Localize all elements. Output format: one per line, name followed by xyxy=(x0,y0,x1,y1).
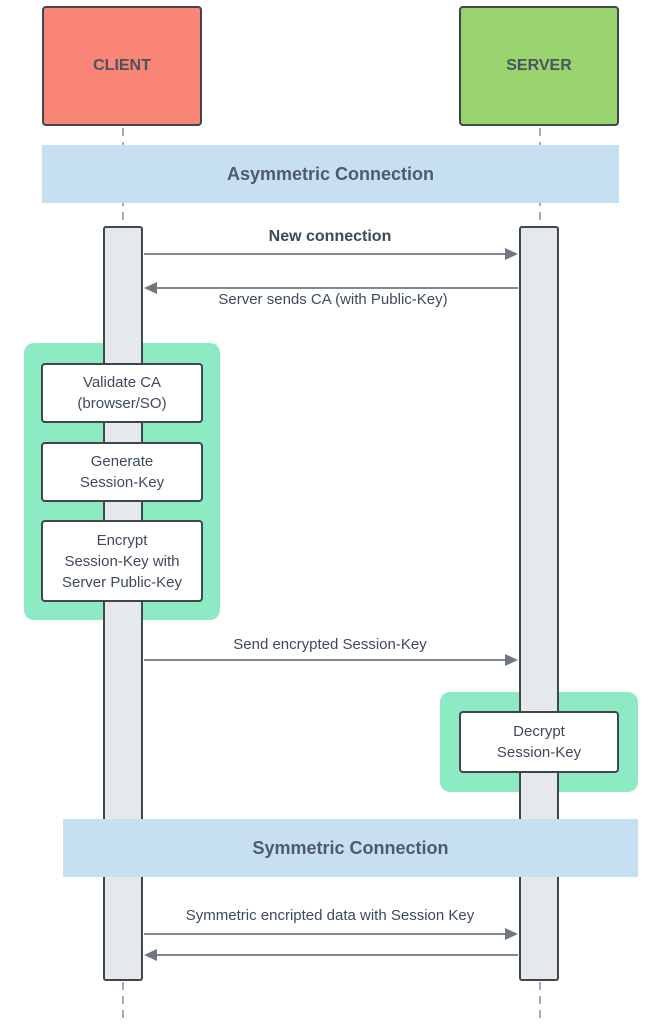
new-connection-label: New connection xyxy=(268,228,392,245)
arrowhead-symmetric-to-client xyxy=(144,949,157,961)
generate-session-key-step: Generate Session-Key xyxy=(41,442,203,502)
validate-ca-label: Validate CA (browser/SO) xyxy=(77,374,167,412)
encrypt-session-key-step: Encrypt Session-Key with Server Public-K… xyxy=(41,520,203,602)
arrowhead-symmetric-to-server xyxy=(505,928,518,940)
symmetric-connection-label: Symmetric Connection xyxy=(252,837,449,858)
decrypt-session-key-step: Decrypt Session-Key xyxy=(459,711,619,773)
validate-ca-step: Validate CA (browser/SO) xyxy=(41,363,203,423)
server-sends-ca-label: Server sends CA (with Public-Key) xyxy=(218,291,448,308)
generate-session-key-label: Generate Session-Key xyxy=(79,453,165,491)
arrowhead-new-connection xyxy=(505,248,518,260)
arrowhead-send-session-key xyxy=(505,654,518,666)
send-session-key-label: Send encrypted Session-Key xyxy=(233,636,427,653)
asymmetric-connection-label: Asymmetric Connection xyxy=(226,163,435,184)
server-actor: SERVER xyxy=(459,6,619,126)
asymmetric-connection-band: Asymmetric Connection xyxy=(42,145,619,203)
server-actor-label: SERVER xyxy=(506,57,572,74)
encrypt-session-key-label: Encrypt Session-Key with Server Public-K… xyxy=(61,531,183,591)
symmetric-connection-band: Symmetric Connection xyxy=(63,819,638,877)
client-actor-label: CLIENT xyxy=(93,57,151,74)
decrypt-session-key-label: Decrypt Session-Key xyxy=(496,723,582,761)
client-actor: CLIENT xyxy=(42,6,202,126)
arrowhead-server-sends-ca xyxy=(144,282,157,294)
symmetric-data-label: Symmetric encripted data with Session Ke… xyxy=(185,907,475,924)
